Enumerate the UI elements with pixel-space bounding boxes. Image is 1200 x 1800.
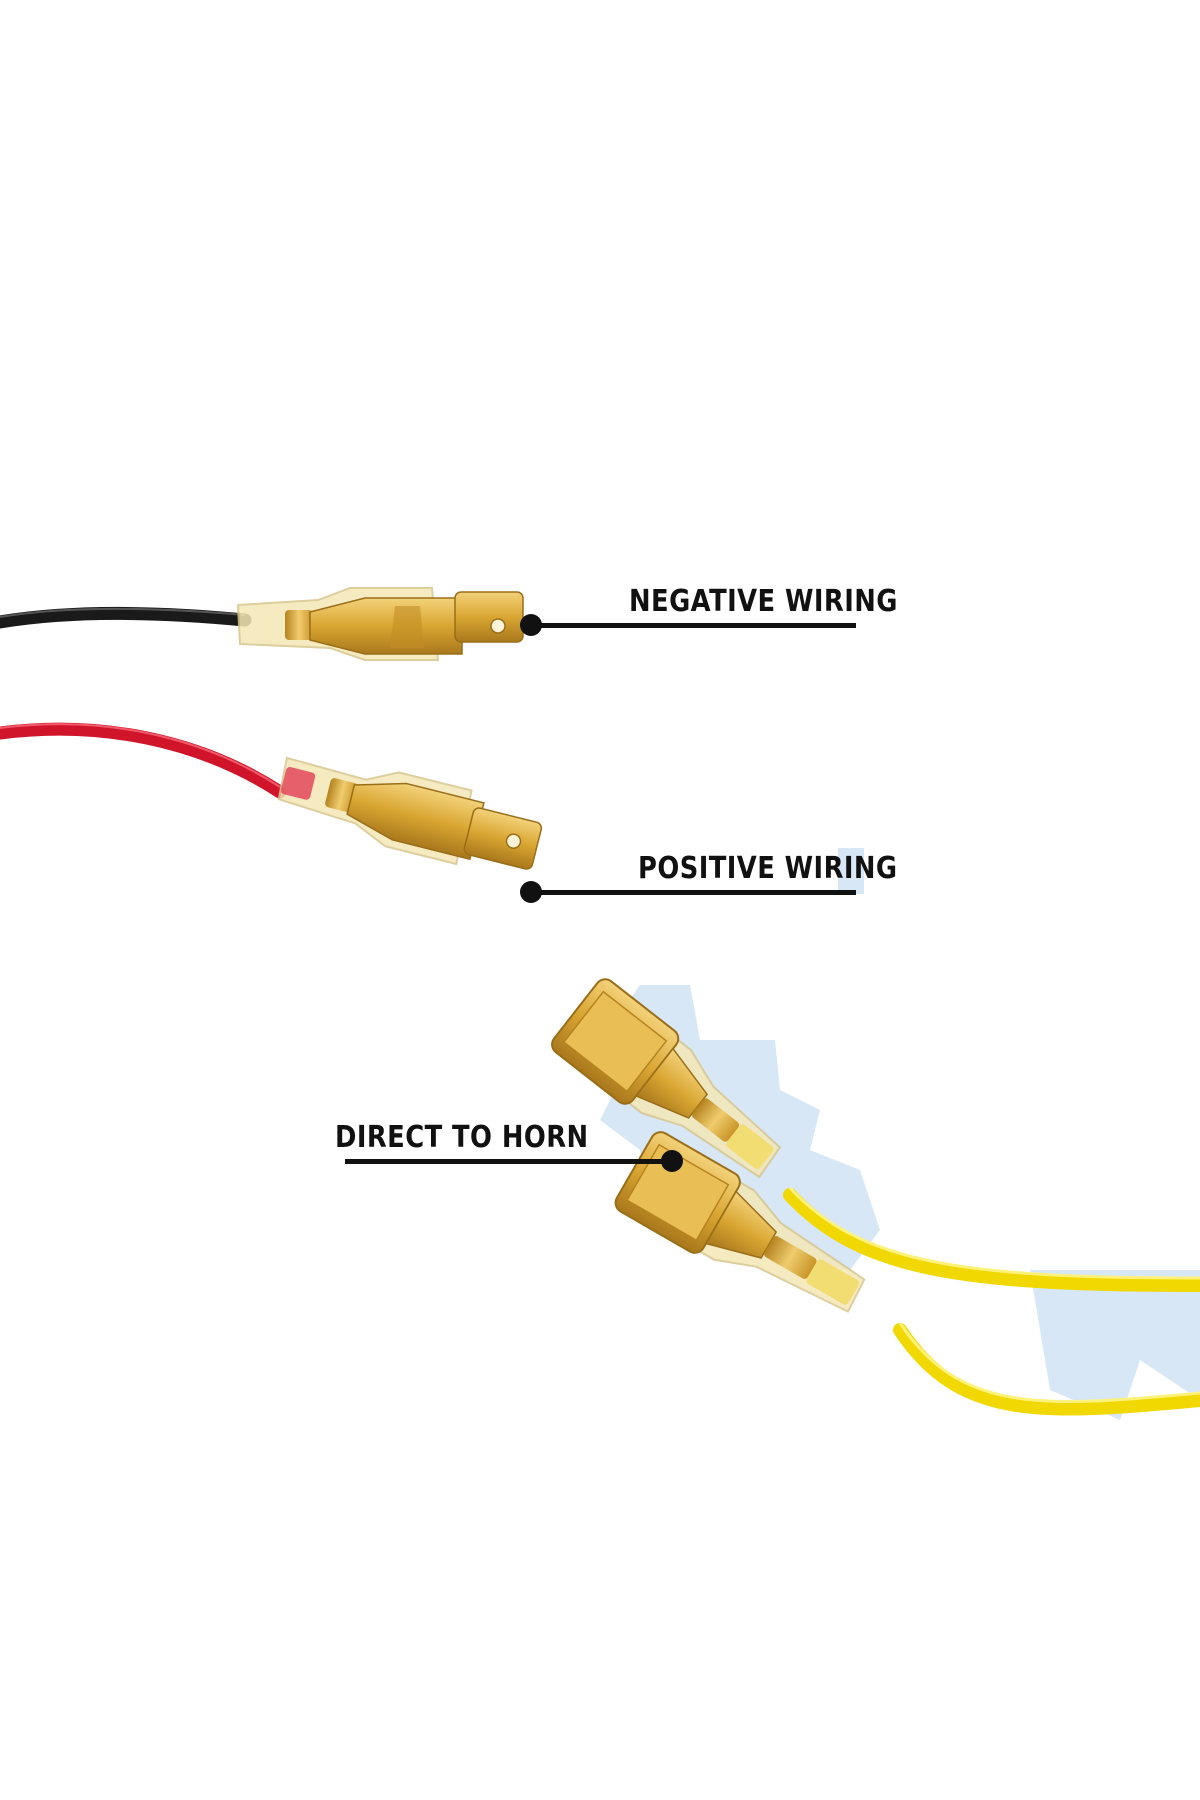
horn-wires [783,1186,1200,1416]
positive-wiring-label: POSITIVE WIRING [638,851,898,886]
positive-leader-line [530,890,856,895]
female-spade-connector-icon [551,978,782,1179]
negative-wire [0,606,252,629]
negative-leader-line [530,623,856,628]
male-spade-connector-icon [277,756,543,870]
positive-wire [0,722,287,799]
negative-wiring-label: NEGATIVE WIRING [629,584,898,619]
horn-leader-line [345,1159,673,1164]
direct-to-horn-label: DIRECT TO HORN [335,1120,589,1155]
male-spade-connector-icon [236,587,524,661]
horn-callout-dot [661,1150,683,1172]
